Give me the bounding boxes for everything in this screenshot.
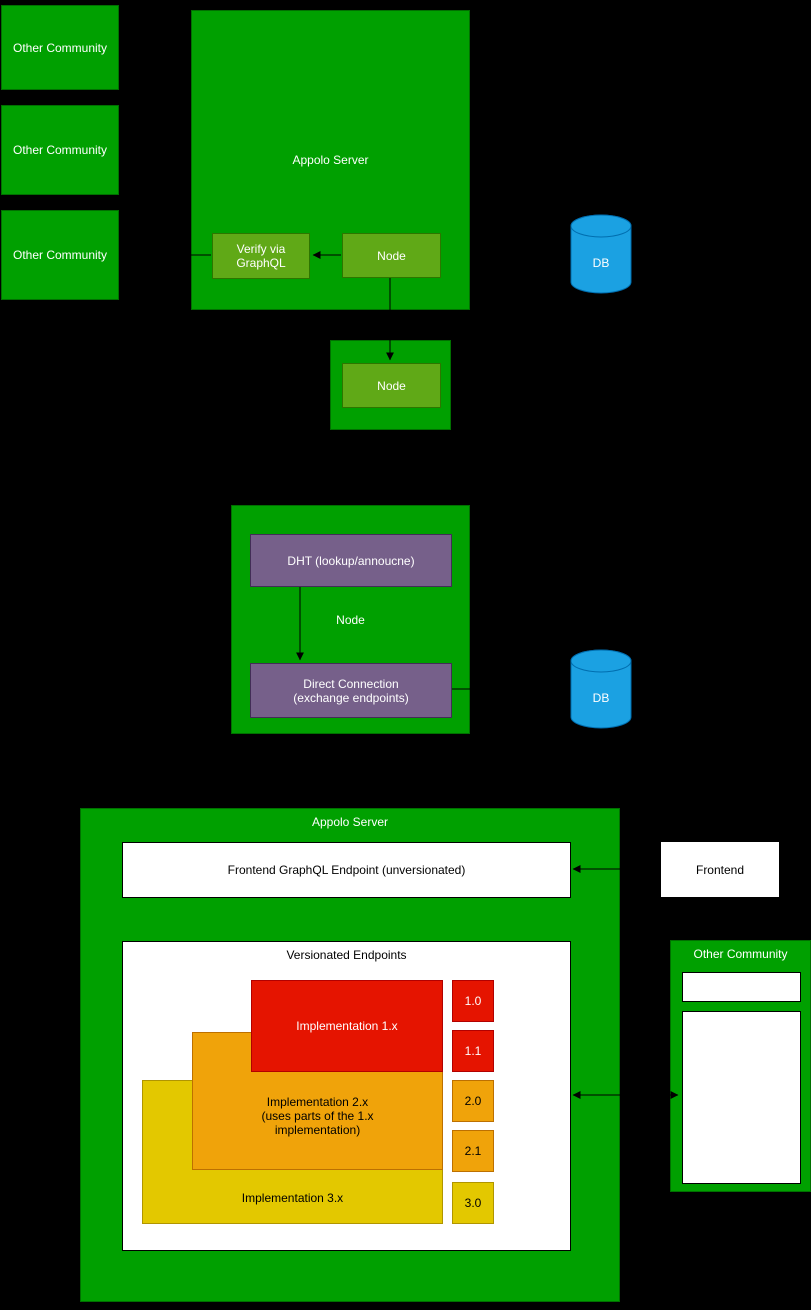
version-badge-label: 1.1 [464,1044,482,1058]
other-community-box-bottom: Other Community [670,940,811,1192]
implementation-2x-label: Implementation 2.x (uses parts of the 1.… [193,1095,442,1137]
node-p2p-title-text: Node [336,612,365,627]
db-cylinder-icon [570,214,632,294]
appolo-server-title-text: Appolo Server [292,153,369,167]
implementation-2x-line2: (uses parts of the 1.x [261,1109,374,1123]
db-cylinder-top: DB [570,214,632,294]
verify-via-graphql-label: Verify via GraphQL [236,242,286,270]
appolo-server-box-top: Appolo Server Verify via GraphQL Node [191,10,470,310]
version-badge-label: 1.0 [464,994,482,1008]
other-community-label: Other Community [12,40,108,55]
version-badge-label: 2.1 [464,1144,482,1158]
appolo-server-box-bottom: Appolo Server Frontend GraphQL Endpoint … [80,808,620,1302]
implementation-2x-line1: Implementation 2.x [266,1095,369,1109]
version-badge-1-1: 1.1 [452,1030,494,1072]
version-badge-1-0: 1.0 [452,980,494,1022]
frontend-graphql-endpoint-box: Frontend GraphQL Endpoint (unversionated… [122,842,571,898]
version-badge-2-1: 2.1 [452,1130,494,1172]
other-community-inner-box-small [682,972,801,1002]
version-badge-label: 3.0 [464,1196,482,1210]
frontend-label: Frontend [695,862,745,877]
db-cylinder-icon [570,649,632,729]
versionated-endpoints-title: Versionated Endpoints [123,948,570,962]
appolo-server-bottom-title: Appolo Server [81,815,619,829]
frontend-box: Frontend [660,841,780,898]
node-container-box: Node [330,340,451,430]
frontend-graphql-endpoint-label: Frontend GraphQL Endpoint (unversionated… [227,863,466,877]
other-community-bottom-title: Other Community [671,947,810,961]
other-community-box-2: Other Community [1,105,119,195]
other-community-bottom-title-text: Other Community [693,947,788,961]
implementation-1x-label: Implementation 1.x [296,1019,398,1033]
version-badge-2-0: 2.0 [452,1080,494,1122]
versionated-endpoints-box: Versionated Endpoints Implementation 3.x… [122,941,571,1251]
direct-connection-line1: Direct Connection [303,676,399,691]
implementation-1x-box: Implementation 1.x [251,980,443,1072]
node-label: Node [377,378,406,393]
other-community-box-3: Other Community [1,210,119,300]
implementation-2x-line3: implementation) [274,1123,361,1137]
dht-label: DHT (lookup/annoucne) [287,553,415,568]
verify-via-graphql-node: Verify via GraphQL [212,233,310,279]
dht-box: DHT (lookup/annoucne) [250,534,452,587]
other-community-inner-box-large [682,1011,801,1184]
versionated-endpoints-title-text: Versionated Endpoints [286,948,407,962]
node-p2p-box: Node DHT (lookup/annoucne) Direct Connec… [231,505,470,734]
version-badge-3-0: 3.0 [452,1182,494,1224]
implementation-3x-label: Implementation 3.x [241,1191,344,1205]
other-community-label: Other Community [12,143,108,157]
appolo-server-bottom-title-text: Appolo Server [311,815,389,829]
other-community-label: Other Community [12,248,108,262]
node-box-relay: Node [342,363,441,408]
direct-connection-box: Direct Connection (exchange endpoints) [250,663,452,718]
node-label: Node [377,248,406,263]
node-box-top: Node [342,233,441,278]
version-badge-label: 2.0 [464,1094,482,1108]
other-community-box-1: Other Community [1,5,119,90]
db-cylinder-middle: DB [570,649,632,729]
direct-connection-label: Direct Connection (exchange endpoints) [293,677,408,705]
direct-connection-line2: (exchange endpoints) [293,690,409,705]
